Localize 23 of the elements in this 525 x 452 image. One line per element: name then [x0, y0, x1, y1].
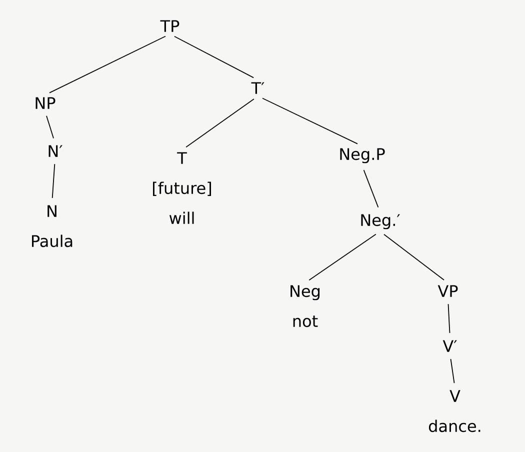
tree-label: TP	[160, 20, 180, 32]
tree-branch	[363, 170, 379, 208]
tree-branch	[448, 304, 450, 334]
tree-label: T [future] will	[153, 152, 211, 224]
tree-label: V′	[442, 340, 457, 352]
tree-branch	[186, 98, 254, 148]
tree-label: T′	[251, 82, 264, 94]
tree-label: N Paula	[32, 205, 72, 248]
tree-label: V dance.	[428, 390, 480, 432]
tree-label: NP	[36, 97, 56, 109]
tree-label: Neg.′	[361, 214, 400, 230]
tree-label: Neg not	[290, 285, 320, 328]
tree-label: Neg.P	[340, 148, 385, 164]
tree-label: VP	[438, 285, 458, 297]
tree-label: N′	[48, 145, 62, 157]
tree-branch	[450, 358, 455, 384]
tree-branch	[308, 234, 376, 281]
tree-branch	[262, 98, 358, 144]
tree-branch	[384, 234, 444, 280]
tree-branch	[49, 36, 166, 94]
tree-branch	[52, 164, 56, 198]
tree-branch	[46, 115, 54, 139]
tree-branch	[174, 36, 254, 78]
